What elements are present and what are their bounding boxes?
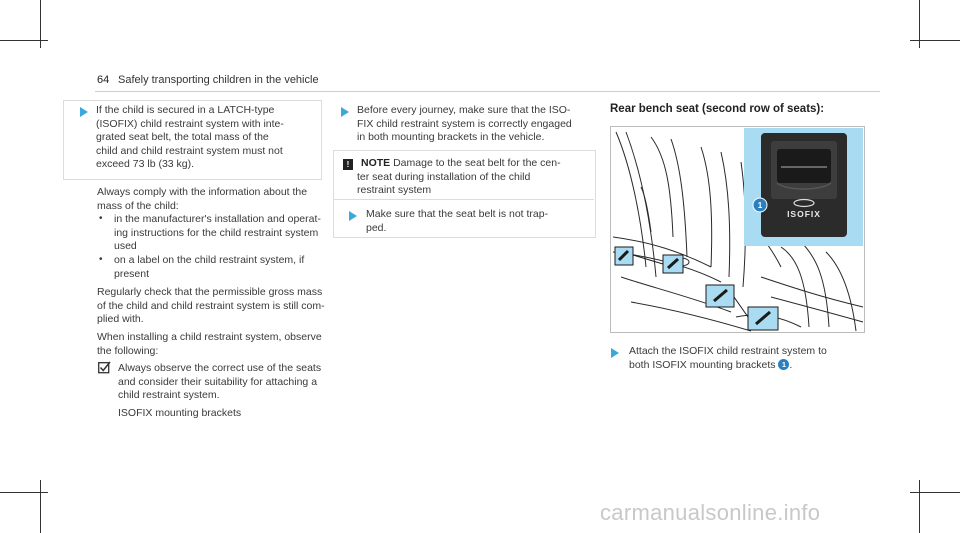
tip-line: exceed 73 lb (33 kg). <box>96 158 195 170</box>
rear-bench-seat-illustration: ISOFIX 1 <box>610 126 865 333</box>
crop-mark <box>0 40 48 41</box>
isofix-bracket-markers <box>614 246 779 331</box>
bullet-line: ing instructions for the child restraint… <box>114 226 319 239</box>
page-number: 64 <box>97 74 110 86</box>
note-step-line: ped. <box>366 221 387 234</box>
tip-box <box>63 100 322 180</box>
note-line: restraint system <box>357 184 432 196</box>
isofix-bracket-label: ISOFIX mounting brackets <box>118 407 242 419</box>
bullet-line: present <box>114 267 150 280</box>
note-divider <box>333 199 594 200</box>
step-arrow-icon <box>611 348 619 358</box>
bullet-line: on a label on the child restraint system… <box>114 254 305 266</box>
tip-line: grated seat belt, the total mass of the <box>96 131 269 143</box>
step-line: FIX child restraint system is correctly … <box>357 117 572 130</box>
step-end: . <box>789 358 793 371</box>
crop-mark <box>40 0 41 48</box>
step-arrow-icon <box>341 107 349 117</box>
section-heading: Rear bench seat (second row of seats): <box>610 103 825 115</box>
page-title: Safely transporting children in the vehi… <box>118 74 319 86</box>
tip-line: (ISOFIX) child restraint system with int… <box>96 117 284 130</box>
header-rule <box>95 91 880 92</box>
seat-line-drawing: ISOFIX 1 <box>612 128 864 332</box>
bullet-dot-icon: • <box>99 254 103 265</box>
check-line: and consider their suitability for attac… <box>118 375 318 388</box>
crop-mark <box>919 480 920 533</box>
crop-mark <box>910 40 960 41</box>
tip-line: child and child restraint system must no… <box>96 144 283 157</box>
note-heading: NOTE Damage to the seat belt for the cen… <box>361 157 561 171</box>
paragraph-line: of the child and child restraint system … <box>97 299 325 312</box>
figure-callout-1 <box>752 197 768 213</box>
intro-line: Always comply with the information about… <box>97 186 308 198</box>
step-line: in both mounting brackets in the vehicle… <box>357 131 545 143</box>
crop-mark <box>0 492 48 493</box>
paragraph-line: Regularly check that the permissible gro… <box>97 286 323 298</box>
paragraph-line: the following: <box>97 344 159 357</box>
step-arrow-icon <box>80 107 88 117</box>
isofix-logo-text: ISOFIX <box>787 209 821 219</box>
step-line: Attach the ISOFIX child restraint system… <box>629 345 827 357</box>
bullet-line: used <box>114 240 137 252</box>
note-step-line: Make sure that the seat belt is not trap… <box>366 208 549 220</box>
callout-badge-1: 1 <box>778 359 790 371</box>
tip-line: If the child is secured in a LATCH-type <box>96 104 275 116</box>
crop-mark <box>910 492 960 493</box>
note-title: NOTE <box>361 157 391 169</box>
svg-text:1: 1 <box>758 201 763 210</box>
warning-icon: ! <box>343 159 353 170</box>
watermark: carmanualsonline.info <box>600 500 821 525</box>
check-line: child restraint system. <box>118 389 220 401</box>
note-box <box>333 150 596 238</box>
step-arrow-icon <box>349 211 357 221</box>
step-line: Before every journey, make sure that the… <box>357 104 571 116</box>
check-line: Always observe the correct use of the se… <box>118 362 322 374</box>
bullet-line: in the manufacturer's installation and o… <box>114 213 321 225</box>
paragraph-line: When installing a child restraint system… <box>97 331 322 343</box>
step-line-2: both ISOFIX mounting brackets 1. <box>629 359 792 373</box>
crop-mark <box>40 480 41 533</box>
step-line-text: both ISOFIX mounting brackets <box>629 358 776 371</box>
crop-mark <box>919 0 920 48</box>
intro-line: mass of the child: <box>97 199 179 212</box>
note-line: Damage to the seat belt for the cen- <box>393 157 561 169</box>
paragraph-line: plied with. <box>97 313 144 325</box>
note-line: ter seat during installation of the chil… <box>357 170 531 183</box>
bullet-dot-icon: • <box>99 213 103 224</box>
checkbox-check-icon <box>98 361 111 374</box>
